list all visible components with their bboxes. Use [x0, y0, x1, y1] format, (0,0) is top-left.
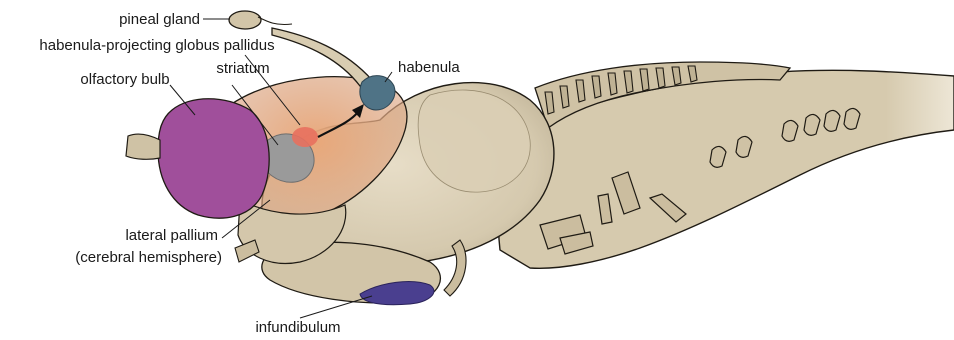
label-habenula-projecting-gp: habenula-projecting globus pallidus: [39, 37, 274, 54]
label-pineal-gland: pineal gland: [119, 11, 200, 28]
label-habenula: habenula: [398, 59, 460, 76]
pineal-gland: [229, 11, 261, 29]
olfactory-nerve: [126, 134, 160, 159]
optic-nerve: [235, 240, 259, 262]
pineal-neck: [258, 17, 292, 25]
label-cerebral-hemisphere: (cerebral hemisphere): [75, 249, 222, 266]
globus-pallidus-region: [292, 127, 318, 147]
label-lateral-pallium: lateral pallium: [125, 227, 218, 244]
label-infundibulum: infundibulum: [255, 319, 340, 335]
olfactory-bulb-region: [158, 99, 269, 218]
label-striatum: striatum: [216, 60, 269, 77]
label-olfactory-bulb: olfactory bulb: [80, 71, 169, 88]
